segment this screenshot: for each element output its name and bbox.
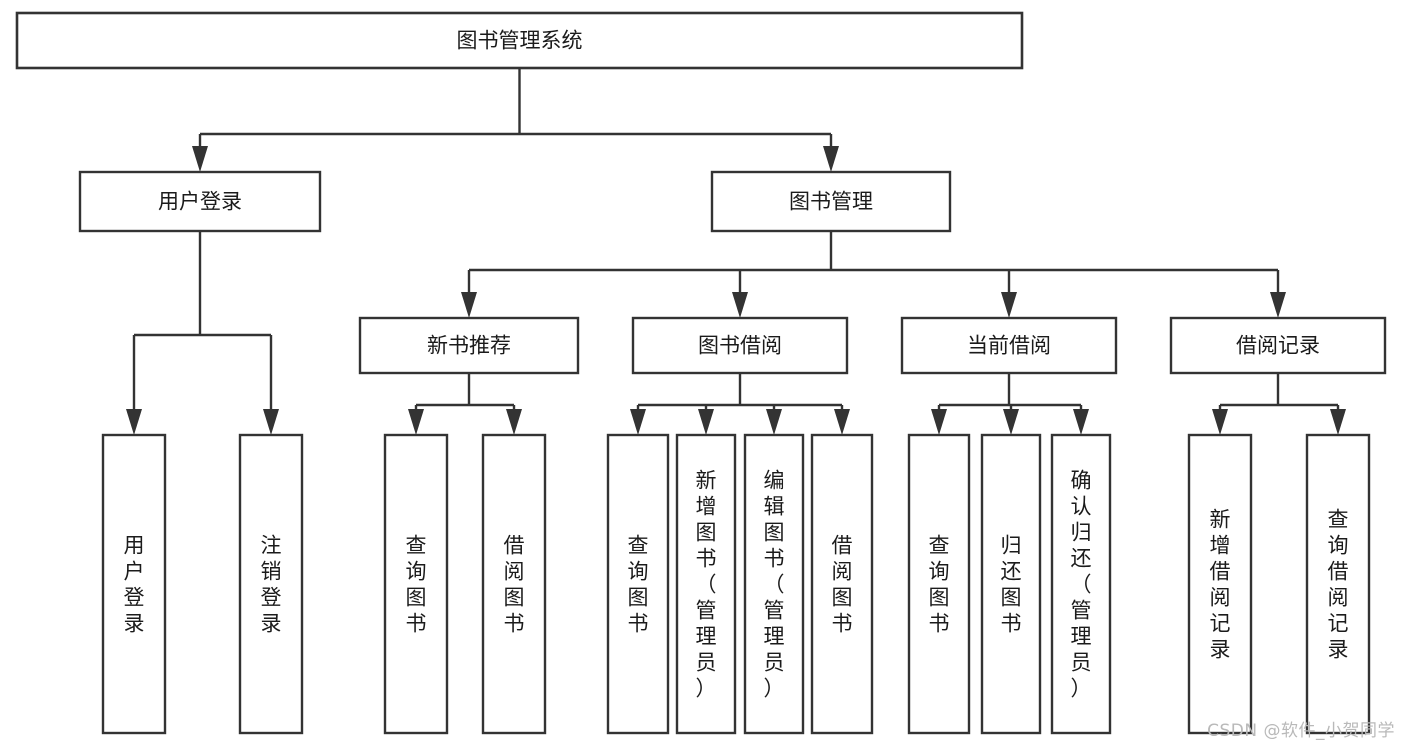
node-root-system-box[interactable] (15, 11, 1024, 70)
arrow-head-icon (1330, 409, 1346, 435)
node-borrow-record[interactable]: 借阅记录 (1169, 316, 1387, 375)
arrow-head-icon (408, 409, 424, 435)
node-user-login-box[interactable] (78, 170, 322, 233)
node-leaf-borrow-book-2-label: 借阅图书 (832, 533, 853, 635)
arrow-head-icon (1212, 409, 1228, 435)
csdn-watermark: CSDN @软件_小贺同学 (1207, 721, 1395, 741)
node-book-manage[interactable]: 图书管理 (710, 170, 952, 233)
arrow-head-icon (506, 409, 522, 435)
node-leaf-add-book-label: 新增图书（管理员） (696, 468, 717, 700)
node-leaf-query-book-1[interactable]: 查询图书 (383, 433, 449, 735)
node-leaf-return-book-label: 归还图书 (1001, 533, 1022, 635)
node-leaf-add-record[interactable]: 新增借阅记录 (1187, 433, 1253, 735)
node-leaf-add-record-box[interactable] (1187, 433, 1253, 735)
node-leaf-query-book-1-box[interactable] (383, 433, 449, 735)
arrow-head-icon (263, 409, 279, 435)
node-leaf-confirm-return-box[interactable] (1050, 433, 1112, 735)
node-book-borrow[interactable]: 图书借阅 (631, 316, 849, 375)
node-leaf-user-logout-box[interactable] (238, 433, 304, 735)
node-root-system-label: 图书管理系统 (457, 29, 583, 53)
node-leaf-query-book-2-box[interactable] (606, 433, 670, 735)
node-new-book-recommend-label: 新书推荐 (427, 334, 511, 358)
node-leaf-borrow-book-1-box[interactable] (481, 433, 547, 735)
node-leaf-user-logout-label: 注销登录 (261, 533, 282, 635)
node-leaf-return-book-box[interactable] (980, 433, 1042, 735)
arrow-head-icon (461, 292, 477, 318)
node-new-book-recommend-box[interactable] (358, 316, 580, 375)
node-leaf-query-book-1-label: 查询图书 (406, 533, 427, 635)
node-leaf-borrow-book-2-box[interactable] (810, 433, 874, 735)
node-leaf-edit-book-label: 编辑图书（管理员） (764, 468, 785, 700)
node-leaf-user-login-label: 用户登录 (124, 533, 145, 635)
node-leaf-add-book-box[interactable] (675, 433, 737, 735)
node-leaf-borrow-book-1-label: 借阅图书 (504, 533, 525, 635)
node-root-system[interactable]: 图书管理系统 (15, 11, 1024, 70)
arrow-head-icon (931, 409, 947, 435)
node-layer: 图书管理系统用户登录图书管理新书推荐图书借阅当前借阅借阅记录用户登录注销登录查询… (15, 11, 1387, 735)
arrow-head-icon (698, 409, 714, 435)
arrow-head-icon (766, 409, 782, 435)
arrow-head-icon (1001, 292, 1017, 318)
connector-layer (126, 68, 1346, 435)
arrow-head-icon (630, 409, 646, 435)
node-current-borrow-box[interactable] (900, 316, 1118, 375)
node-current-borrow-label: 当前借阅 (967, 334, 1051, 358)
node-leaf-return-book[interactable]: 归还图书 (980, 433, 1042, 735)
node-leaf-add-book[interactable]: 新增图书（管理员） (675, 433, 737, 735)
node-leaf-query-record[interactable]: 查询借阅记录 (1305, 433, 1371, 735)
arrow-head-icon (732, 292, 748, 318)
node-leaf-query-book-3-label: 查询图书 (929, 533, 950, 635)
node-leaf-confirm-return[interactable]: 确认归还（管理员） (1050, 433, 1112, 735)
node-leaf-borrow-book-2[interactable]: 借阅图书 (810, 433, 874, 735)
node-book-borrow-box[interactable] (631, 316, 849, 375)
node-current-borrow[interactable]: 当前借阅 (900, 316, 1118, 375)
node-leaf-query-book-2-label: 查询图书 (628, 533, 649, 635)
node-book-manage-box[interactable] (710, 170, 952, 233)
node-leaf-user-login-box[interactable] (101, 433, 167, 735)
arrow-head-icon (1073, 409, 1089, 435)
node-leaf-borrow-book-1[interactable]: 借阅图书 (481, 433, 547, 735)
node-leaf-query-book-3[interactable]: 查询图书 (907, 433, 971, 735)
arrow-head-icon (192, 146, 208, 172)
node-book-manage-label: 图书管理 (789, 190, 873, 214)
node-borrow-record-box[interactable] (1169, 316, 1387, 375)
node-leaf-query-book-2[interactable]: 查询图书 (606, 433, 670, 735)
node-leaf-query-record-box[interactable] (1305, 433, 1371, 735)
node-new-book-recommend[interactable]: 新书推荐 (358, 316, 580, 375)
node-leaf-edit-book[interactable]: 编辑图书（管理员） (743, 433, 805, 735)
node-borrow-record-label: 借阅记录 (1236, 334, 1320, 358)
node-user-login[interactable]: 用户登录 (78, 170, 322, 233)
arrow-head-icon (823, 146, 839, 172)
arrow-head-icon (126, 409, 142, 435)
node-leaf-query-record-label: 查询借阅记录 (1328, 507, 1349, 661)
arrow-head-icon (1270, 292, 1286, 318)
node-leaf-user-login[interactable]: 用户登录 (101, 433, 167, 735)
arrow-head-icon (834, 409, 850, 435)
arrow-head-icon (1003, 409, 1019, 435)
node-book-borrow-label: 图书借阅 (698, 334, 782, 358)
node-leaf-confirm-return-label: 确认归还（管理员） (1071, 468, 1092, 700)
node-leaf-query-book-3-box[interactable] (907, 433, 971, 735)
node-user-login-label: 用户登录 (158, 190, 242, 214)
node-leaf-edit-book-box[interactable] (743, 433, 805, 735)
node-leaf-add-record-label: 新增借阅记录 (1210, 507, 1231, 661)
node-leaf-user-logout[interactable]: 注销登录 (238, 433, 304, 735)
